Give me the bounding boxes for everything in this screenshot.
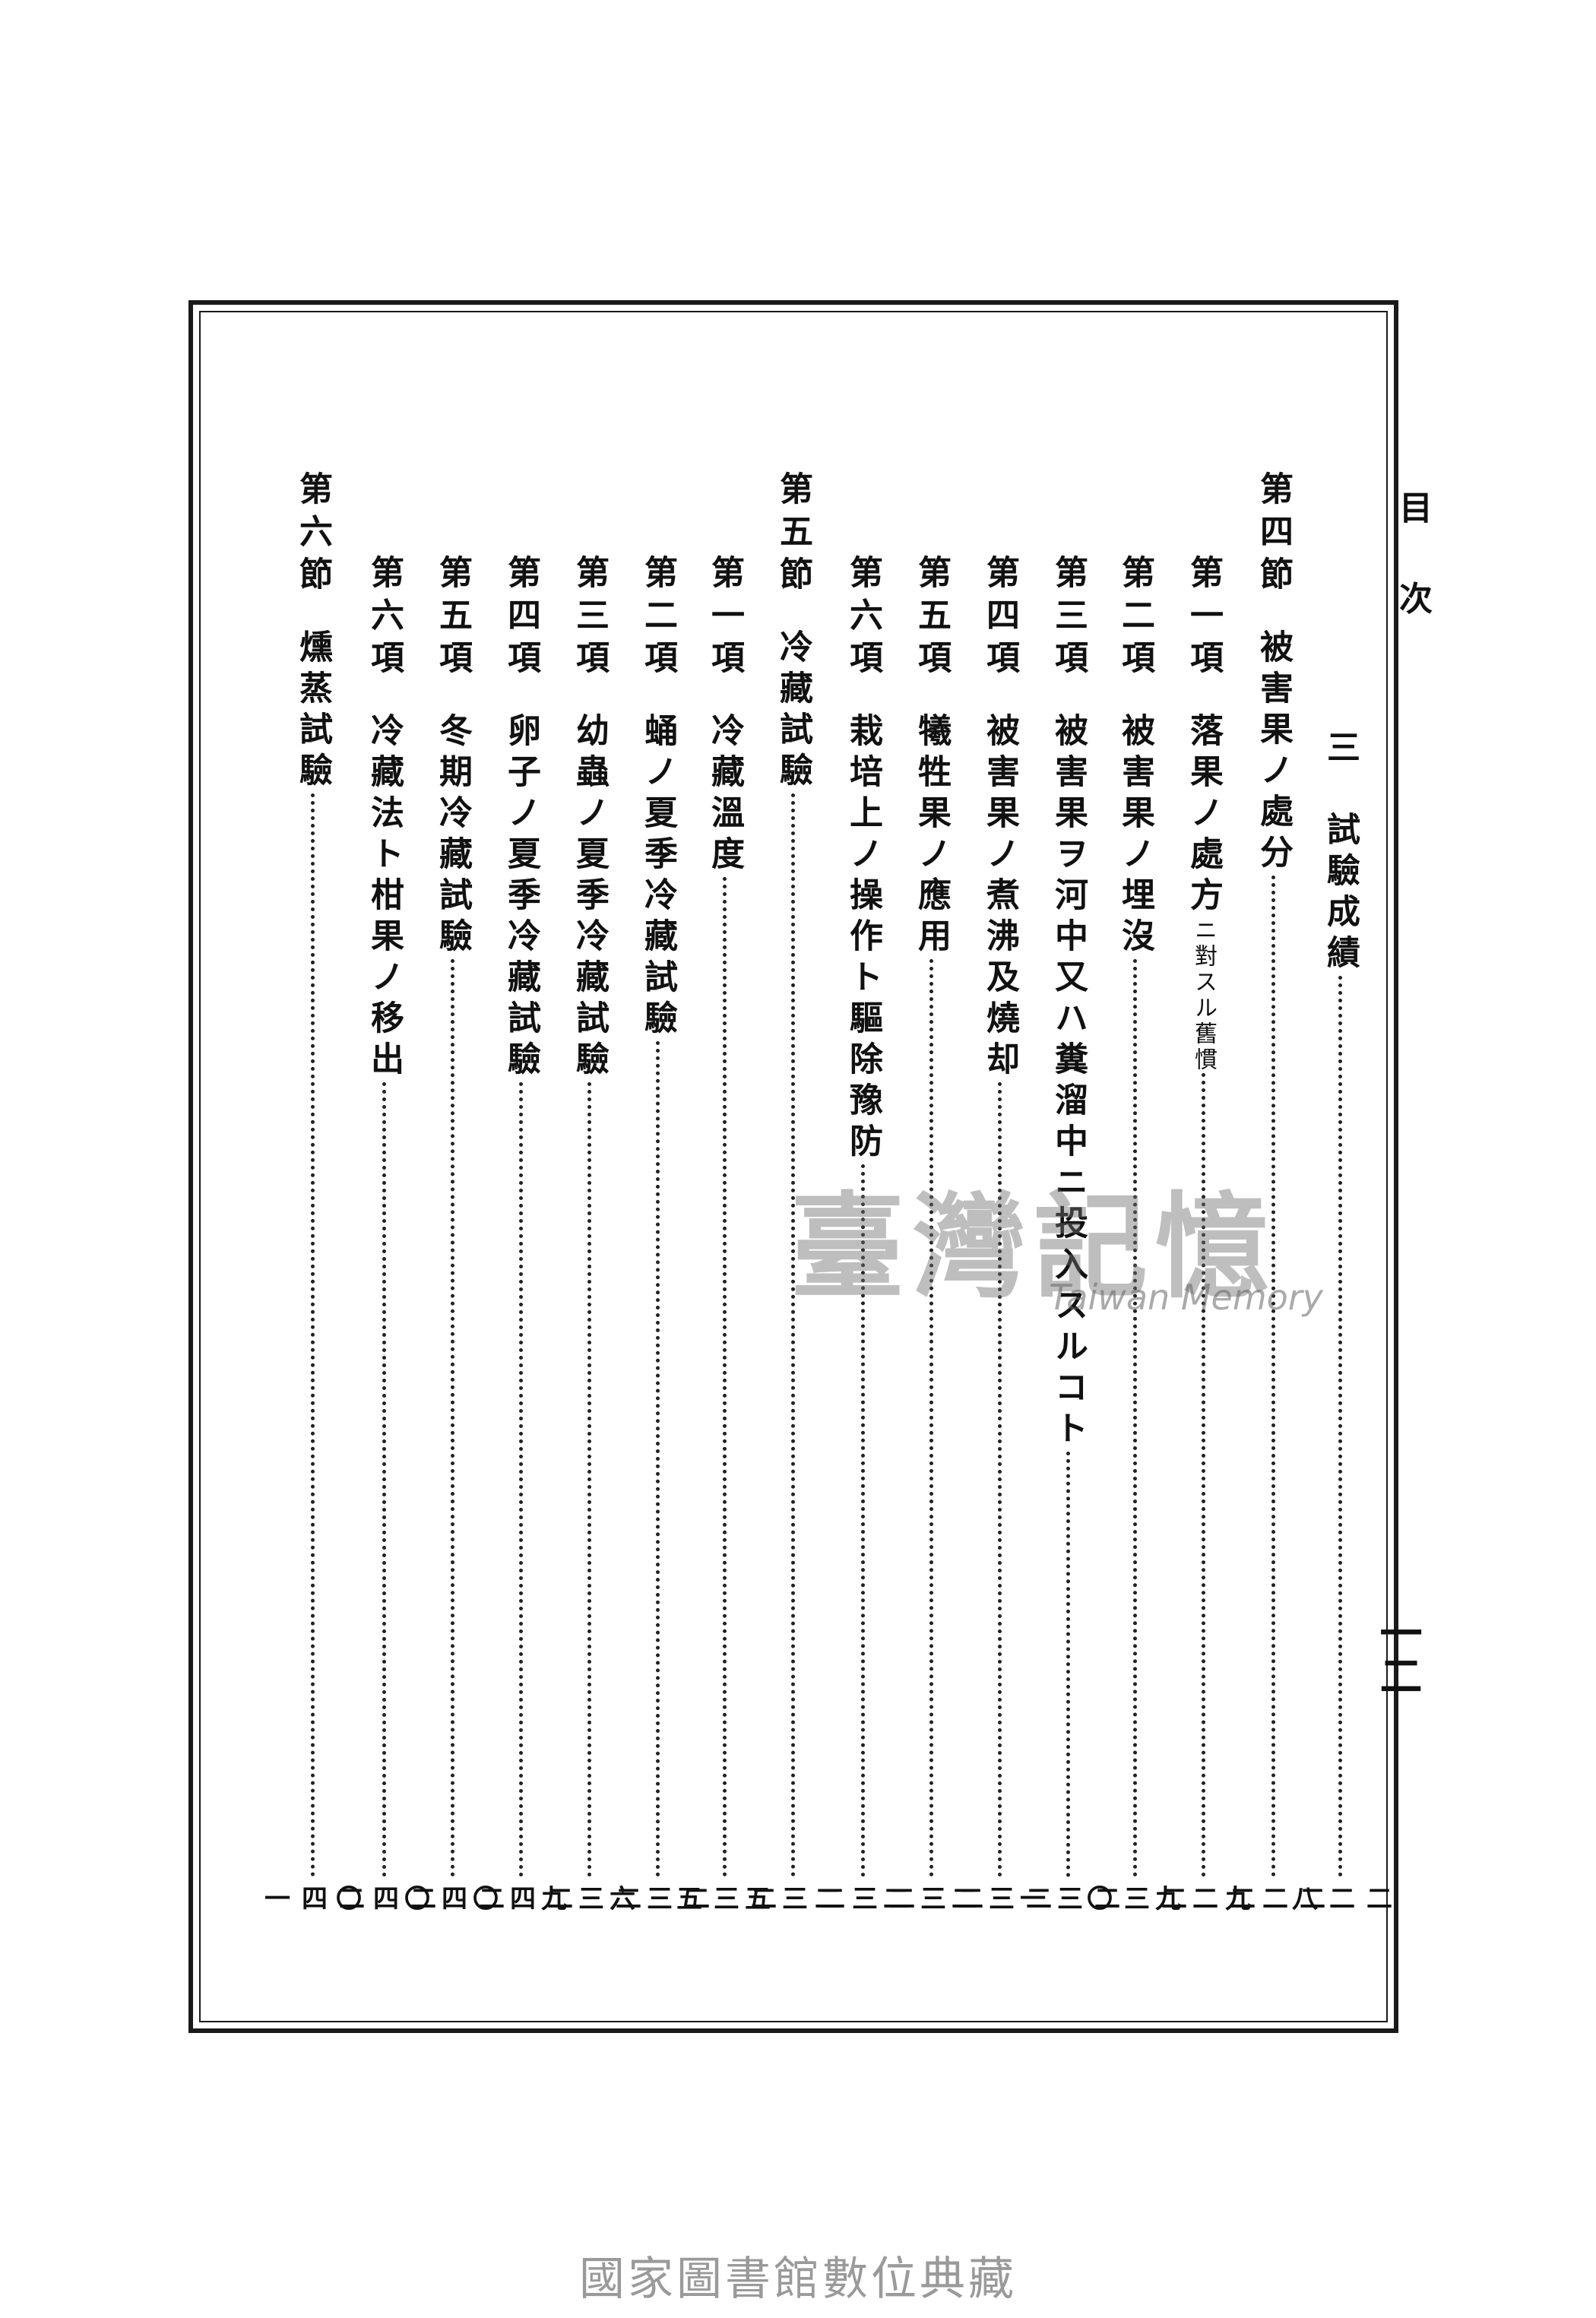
toc-entry-label: 第二項 bbox=[1116, 555, 1154, 682]
toc-entry-page: 二三六 bbox=[604, 1885, 710, 1912]
toc-entry-title: 犧牲果ノ應用 bbox=[912, 713, 951, 959]
page-border bbox=[188, 300, 1398, 2033]
toc-entry-label: 第二項 bbox=[638, 555, 677, 682]
toc-entry-page: 二四一 bbox=[259, 1885, 365, 1912]
toc-entry-page: 二三五 bbox=[671, 1885, 777, 1912]
toc-entry-page: 二二九 bbox=[1150, 1885, 1256, 1912]
dot-leader bbox=[518, 1082, 523, 1877]
watermark-chinese: 臺灣記憶 bbox=[790, 1180, 1278, 1314]
toc-entry-title: 冬期冷藏試驗 bbox=[433, 713, 472, 959]
dot-leader bbox=[655, 1041, 660, 1877]
toc-entry-page: 二二八 bbox=[1287, 1885, 1392, 1912]
toc-entry-page: 二四〇 bbox=[331, 1885, 436, 1912]
toc-entry-title: 被害果ノ處分 bbox=[1254, 629, 1293, 876]
dot-leader bbox=[587, 1082, 591, 1877]
toc-entry-title: 冷藏試驗 bbox=[774, 629, 812, 793]
toc-entry-page: 二三五 bbox=[739, 1885, 845, 1912]
dot-leader bbox=[722, 877, 727, 1877]
toc-entry: 第三項被害果ヲ河中又ハ糞溜中ニ投入スルコト二三一 bbox=[1015, 0, 1120, 1912]
toc-entry-page: 二三二 bbox=[809, 1885, 915, 1912]
toc-entry-title: 被害果ノ煮沸及燒却 bbox=[980, 713, 1019, 1082]
dot-leader bbox=[450, 959, 454, 1877]
toc-entry: 第一項落果ノ處方ニ對スル舊慣二二九 bbox=[1151, 0, 1256, 1912]
dot-leader bbox=[1066, 1452, 1070, 1877]
toc-entry-label: 第四節 bbox=[1254, 471, 1293, 599]
toc-entry: 第三項幼蟲ノ夏季冷藏試驗二三九 bbox=[537, 0, 641, 1912]
dot-leader bbox=[929, 959, 933, 1877]
toc-entry-title: 幼蟲ノ夏季冷藏試驗 bbox=[570, 713, 609, 1082]
watermark-english: Taiwan Memory bbox=[1049, 1277, 1323, 1318]
toc-entry-title: 卵子ノ夏季冷藏試驗 bbox=[502, 713, 540, 1082]
toc-entry-title: 被害果ヲ河中又ハ糞溜中ニ投入スルコト bbox=[1049, 713, 1088, 1452]
dot-leader bbox=[1338, 976, 1342, 1877]
toc-entry-label: 第三項 bbox=[570, 555, 609, 682]
toc-entry: 第二項蛹ノ夏季冷藏試驗二三六 bbox=[605, 0, 710, 1912]
dot-leader bbox=[997, 1082, 1002, 1877]
toc-entry-page: 二三〇 bbox=[1081, 1885, 1187, 1912]
toc-entry-title: 冷藏法ト柑果ノ移出 bbox=[365, 713, 404, 1082]
toc-entry: 第六項栽培上ノ操作ト驅除豫防二三二 bbox=[810, 0, 915, 1912]
toc-entry-label: 第五項 bbox=[912, 555, 951, 682]
toc-entry-page: 二二九 bbox=[1220, 1885, 1325, 1912]
toc-entry: 第五項冬期冷藏試驗二四〇 bbox=[400, 0, 505, 1912]
toc-entry-label: 第四項 bbox=[502, 555, 540, 682]
toc-entry: 第一項冷藏溫度二三五 bbox=[672, 0, 777, 1912]
toc-entry: 第四項被害果ノ煮沸及燒却二三二 bbox=[947, 0, 1052, 1912]
toc-entry-label: 第一項 bbox=[1184, 555, 1223, 682]
toc-entry-page: 二四〇 bbox=[399, 1885, 505, 1912]
toc-entry-label: 第五節 bbox=[774, 471, 812, 599]
toc-entry-page: 二三一 bbox=[1015, 1885, 1120, 1912]
toc-entry-title: 三 試驗成績 bbox=[1321, 730, 1360, 976]
toc-entry: 第六項冷藏法ト柑果ノ移出二四〇 bbox=[331, 0, 436, 1912]
toc-entry: 第五項犧牲果ノ應用二三二 bbox=[879, 0, 983, 1912]
footer-archive-credit: 國家圖書館數位典藏 bbox=[579, 2253, 1017, 2306]
toc-entry-label: 第六節 bbox=[293, 471, 332, 599]
toc-entry: 三 試驗成績二二八 bbox=[1287, 0, 1392, 1912]
dot-leader bbox=[1132, 959, 1137, 1877]
toc-entry: 第四項卵子ノ夏季冷藏試驗二四〇 bbox=[468, 0, 573, 1912]
toc-entry-note: ニ對スル舊慣 bbox=[1190, 918, 1217, 1073]
dot-leader bbox=[382, 1082, 386, 1877]
toc-entry-label: 第四項 bbox=[980, 555, 1019, 682]
dot-leader bbox=[790, 793, 795, 1877]
toc-entry-label: 第三項 bbox=[1049, 555, 1088, 682]
toc-entry-label: 第一項 bbox=[705, 555, 744, 682]
dot-leader bbox=[1271, 876, 1275, 1877]
toc-entry: 第四節被害果ノ處分二二九 bbox=[1221, 0, 1325, 1912]
page-number: 一二 bbox=[1373, 1611, 1423, 1696]
toc-entry-label: 第六項 bbox=[844, 555, 882, 682]
toc-entry: 第二項被害果ノ埋沒二三〇 bbox=[1082, 0, 1187, 1912]
toc-entry-title: 栽培上ノ操作ト驅除豫防 bbox=[844, 713, 882, 1164]
dot-leader bbox=[310, 793, 315, 1877]
toc-entry: 第五節冷藏試驗二三五 bbox=[740, 0, 845, 1912]
toc-entry-page: 二三二 bbox=[946, 1885, 1052, 1912]
page-header-title: 目 次 bbox=[1393, 490, 1432, 638]
toc-entry-title: 落果ノ處方 bbox=[1184, 713, 1223, 918]
toc-entry-page: 二三二 bbox=[878, 1885, 983, 1912]
toc-entry-title: 被害果ノ埋沒 bbox=[1116, 713, 1154, 959]
toc-entry-label: 第五項 bbox=[433, 555, 472, 682]
toc-entry: 第六節燻蒸試驗二四一 bbox=[260, 0, 365, 1912]
toc-entry-title: 冷藏溫度 bbox=[705, 713, 744, 877]
toc-entry-label: 第六項 bbox=[365, 555, 404, 682]
toc-entry-title: 燻蒸試驗 bbox=[293, 629, 332, 793]
toc-entry-page: 二四〇 bbox=[467, 1885, 573, 1912]
dot-leader bbox=[860, 1164, 865, 1877]
toc-entry-title: 蛹ノ夏季冷藏試驗 bbox=[638, 713, 677, 1041]
toc-entry-page: 二三九 bbox=[536, 1885, 641, 1912]
dot-leader bbox=[1201, 1073, 1205, 1877]
